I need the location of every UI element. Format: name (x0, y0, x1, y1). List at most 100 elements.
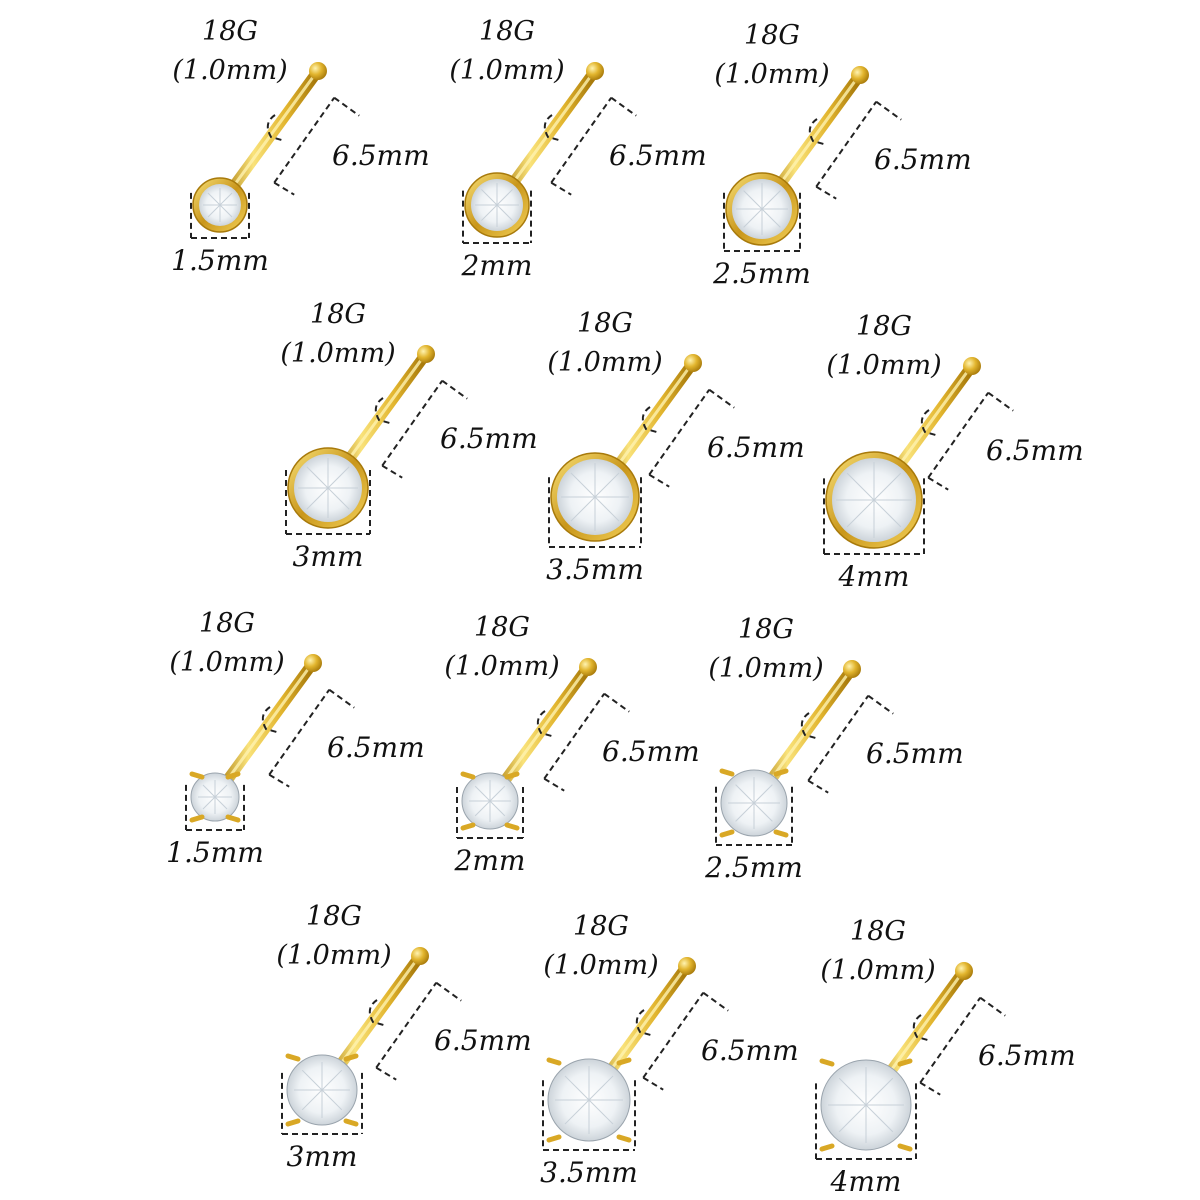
length-tick (543, 777, 565, 792)
length-tick (708, 388, 735, 409)
length-dimension-line (543, 693, 606, 780)
ball-end (843, 660, 861, 678)
stone-facet (327, 466, 350, 489)
prong (225, 814, 241, 823)
gauge-mm-label: (1.0mm) (547, 347, 662, 378)
bend-marker (368, 999, 388, 1027)
length-label: 6.5mm (602, 735, 700, 768)
prong (616, 1134, 632, 1143)
stud-item: 18G (1.0mm) 6.5mm 1.5mm (166, 608, 424, 869)
stone-facet (219, 192, 233, 206)
stone-facet (873, 472, 902, 501)
gauge-label: 18G (310, 299, 366, 330)
ball-end (963, 357, 981, 375)
stone-facet (481, 204, 498, 221)
stone-facet (207, 192, 221, 206)
gauge-label: 18G (744, 20, 800, 51)
length-label: 6.5mm (609, 139, 707, 172)
prong (773, 768, 789, 777)
length-tick (268, 773, 290, 788)
length-tick (927, 476, 949, 491)
size-label: 4mm (830, 1165, 902, 1198)
length-tick (273, 181, 295, 196)
gauge-label: 18G (474, 612, 530, 643)
prong (719, 768, 735, 777)
length-dimension-line (927, 392, 990, 479)
stone-facet (743, 208, 763, 228)
prong (343, 1053, 359, 1062)
bend-marker (543, 114, 563, 142)
stone-facet (865, 1077, 894, 1106)
length-tick (919, 1081, 941, 1096)
ball-end (586, 62, 604, 80)
prong (189, 771, 205, 780)
stone-facet (594, 472, 620, 498)
prong (285, 1053, 301, 1062)
prong (819, 1143, 835, 1152)
stone-facet (474, 800, 491, 817)
stone-facet (838, 1104, 867, 1133)
pin-highlight (215, 663, 313, 796)
stone-facet (761, 190, 781, 210)
gauge-mm-label: (1.0mm) (172, 55, 287, 86)
stone-facet (873, 499, 902, 528)
stone-facet (321, 1089, 343, 1111)
size-label: 3.5mm (540, 1156, 638, 1189)
prong (225, 771, 241, 780)
length-label: 6.5mm (434, 1024, 532, 1057)
length-label: 6.5mm (327, 731, 425, 764)
length-tick (867, 694, 894, 715)
length-tick (875, 100, 902, 121)
stone-facet (865, 1104, 894, 1133)
length-dimension-line (273, 97, 336, 184)
prong (897, 1058, 913, 1067)
length-label: 6.5mm (440, 422, 538, 455)
gauge-mm-label: (1.0mm) (543, 950, 658, 981)
stone-facet (321, 1069, 343, 1091)
length-dimension-line (375, 982, 438, 1069)
gauge-mm-label: (1.0mm) (826, 350, 941, 381)
prong (460, 822, 476, 831)
prong (504, 822, 520, 831)
size-label: 1.5mm (166, 836, 264, 869)
gauge-mm-label: (1.0mm) (820, 955, 935, 986)
length-tick (610, 96, 637, 117)
gauge-label: 18G (850, 916, 906, 947)
stone-facet (489, 785, 506, 802)
stone-facet (301, 1069, 323, 1091)
length-tick (603, 692, 630, 713)
bend-marker (374, 397, 394, 425)
gauge-label: 18G (199, 608, 255, 639)
length-label: 6.5mm (866, 737, 964, 770)
length-dimension-line (550, 97, 613, 184)
stone-facet (570, 472, 596, 498)
size-label: 2mm (461, 249, 533, 282)
length-label: 6.5mm (707, 431, 805, 464)
stone-facet (735, 784, 755, 804)
stone-facet (753, 802, 773, 822)
length-tick (648, 473, 670, 488)
ball-end (955, 962, 973, 980)
length-tick (333, 96, 360, 117)
gauge-mm-label: (1.0mm) (708, 653, 823, 684)
stone-facet (846, 472, 875, 501)
stone-facet (214, 784, 228, 798)
length-tick (979, 996, 1006, 1017)
prong (189, 814, 205, 823)
gauge-mm-label: (1.0mm) (169, 647, 284, 678)
length-tick (987, 391, 1014, 412)
size-label: 2.5mm (712, 257, 811, 290)
size-label: 2mm (454, 844, 526, 877)
stone-facet (214, 796, 228, 810)
bend-marker (912, 1014, 932, 1042)
gauge-label: 18G (738, 614, 794, 645)
stone-facet (588, 1099, 614, 1125)
length-tick (550, 181, 572, 196)
gauge-label: 18G (202, 16, 258, 47)
